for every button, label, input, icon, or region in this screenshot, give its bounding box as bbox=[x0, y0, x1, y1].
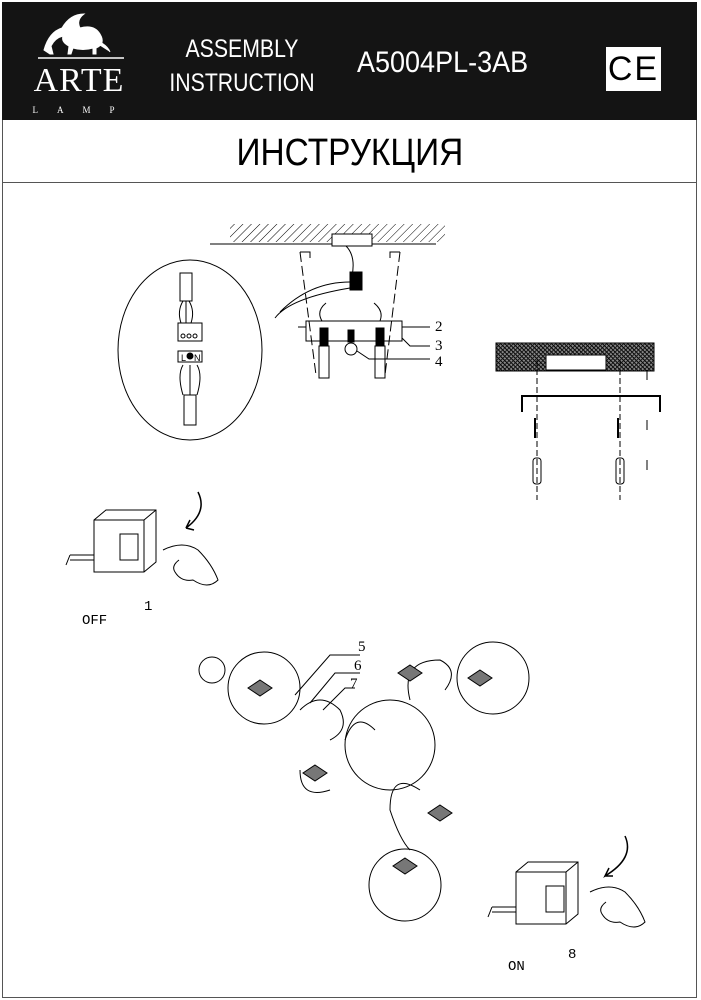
terminal-detail-circle bbox=[117, 259, 263, 441]
doc-type-line2: INSTRUCTION bbox=[169, 69, 315, 97]
step-number-8: 8 bbox=[568, 947, 576, 963]
part-label-3: 3 bbox=[435, 338, 443, 354]
page-title: ИНСТРУКЦИЯ bbox=[236, 132, 463, 174]
part-label-5: 5 bbox=[358, 639, 366, 655]
chandelier-top-view bbox=[198, 641, 530, 922]
switch-off-diagram bbox=[65, 491, 219, 586]
switch-off-label: OFF bbox=[82, 613, 107, 629]
switch-on-label: ON bbox=[508, 959, 525, 975]
step-number-1: 1 bbox=[144, 599, 152, 615]
part-label-6: 6 bbox=[354, 658, 362, 674]
title-bar: ИНСТРУКЦИЯ bbox=[2, 120, 697, 183]
header-band: ARTE LAMP ASSEMBLY INSTRUCTION A5004PL-3… bbox=[2, 2, 697, 120]
part-label-4: 4 bbox=[435, 354, 443, 370]
part-label-2: 2 bbox=[435, 319, 443, 335]
brand-logo: ARTE LAMP bbox=[24, 10, 134, 118]
doc-type-line1: ASSEMBLY bbox=[185, 35, 299, 63]
neutral-label: N bbox=[194, 353, 201, 363]
wiring-diagram: 2 3 4 L N bbox=[117, 224, 445, 441]
mounting-diagram bbox=[495, 342, 661, 500]
model-number: A5004PL-3AB bbox=[357, 46, 529, 79]
switch-on-diagram bbox=[487, 835, 646, 928]
document-type: ASSEMBLY INSTRUCTION bbox=[166, 32, 319, 100]
brand-subtitle: LAMP bbox=[32, 105, 134, 115]
ce-mark: CE bbox=[606, 47, 661, 91]
live-label: L bbox=[181, 353, 186, 363]
part-label-7: 7 bbox=[350, 676, 358, 692]
winged-lion-icon bbox=[38, 13, 124, 59]
brand-name: ARTE bbox=[33, 62, 125, 99]
